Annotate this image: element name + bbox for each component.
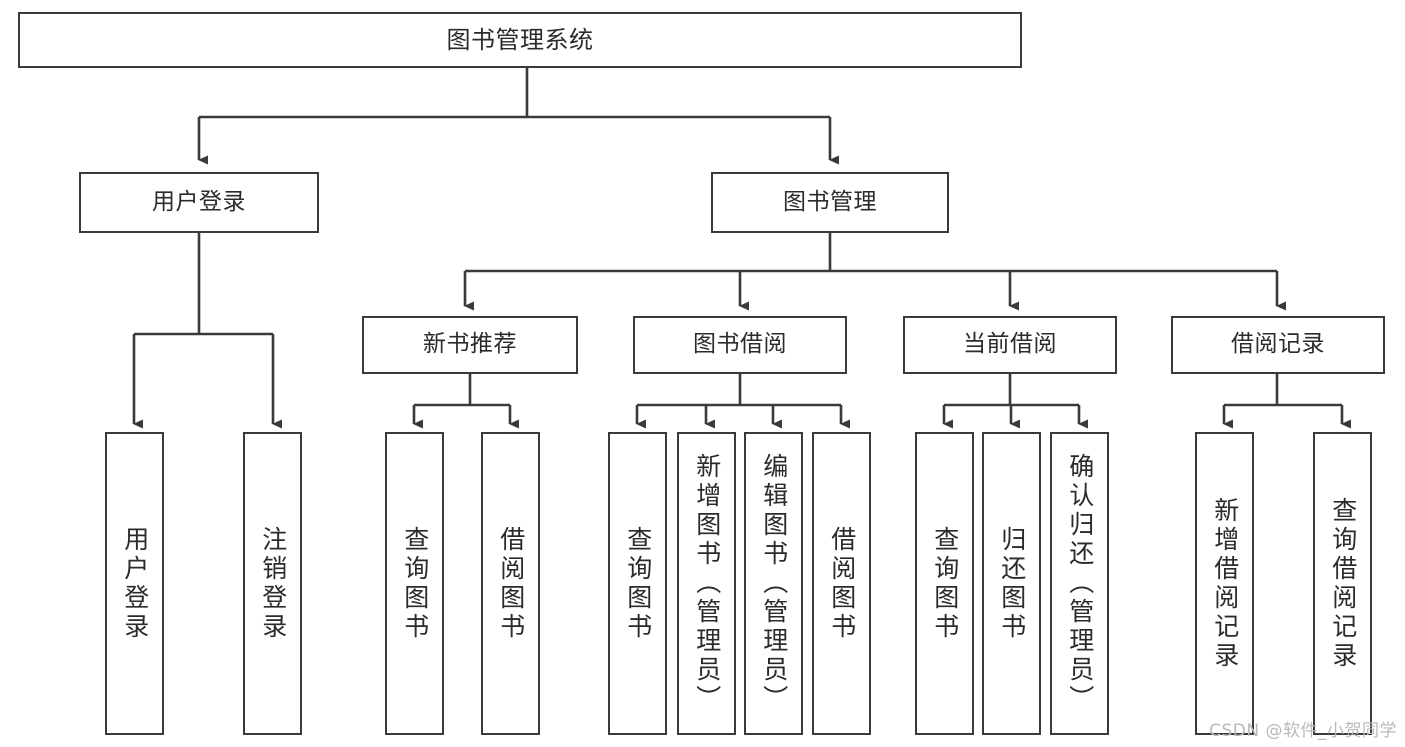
- leaf-user-login-login[interactable]: 用户登录: [105, 432, 164, 735]
- node-label: 新增借阅记录: [1210, 496, 1240, 671]
- leaf-book-borrow-borrow[interactable]: 借阅图书: [812, 432, 871, 735]
- node-root-system[interactable]: 图书管理系统: [18, 12, 1022, 68]
- leaf-book-borrow-edit[interactable]: 编辑图书（管理员）: [744, 432, 803, 735]
- leaf-new-book-query[interactable]: 查询图书: [385, 432, 444, 735]
- node-label: 借阅图书: [827, 525, 857, 642]
- leaf-current-borrow-query[interactable]: 查询图书: [915, 432, 974, 735]
- node-label: 查询借阅记录: [1328, 496, 1358, 671]
- leaf-book-borrow-add[interactable]: 新增图书（管理员）: [677, 432, 736, 735]
- node-label: 新增图书（管理员）: [692, 453, 722, 714]
- leaf-current-borrow-confirm-return[interactable]: 确认归还（管理员）: [1050, 432, 1109, 735]
- node-label: 用户登录: [120, 525, 150, 642]
- node-label: 图书管理系统: [446, 25, 594, 54]
- node-user-login[interactable]: 用户登录: [79, 172, 319, 233]
- node-label: 归还图书: [997, 525, 1027, 642]
- node-label: 用户登录: [152, 188, 246, 215]
- node-label: 确认归还（管理员）: [1065, 453, 1095, 714]
- node-label: 编辑图书（管理员）: [759, 453, 789, 714]
- node-label: 注销登录: [258, 525, 288, 642]
- node-current-borrow[interactable]: 当前借阅: [903, 316, 1117, 374]
- node-new-book-recommend[interactable]: 新书推荐: [362, 316, 578, 374]
- node-label: 图书管理: [783, 188, 877, 215]
- leaf-borrow-record-query[interactable]: 查询借阅记录: [1313, 432, 1372, 735]
- node-book-borrow[interactable]: 图书借阅: [633, 316, 847, 374]
- csdn-watermark: CSDN @软件_小贺同学: [1209, 721, 1397, 741]
- leaf-book-borrow-query[interactable]: 查询图书: [608, 432, 667, 735]
- leaf-user-login-logout[interactable]: 注销登录: [243, 432, 302, 735]
- node-label: 查询图书: [930, 525, 960, 642]
- leaf-new-book-borrow[interactable]: 借阅图书: [481, 432, 540, 735]
- node-borrow-record[interactable]: 借阅记录: [1171, 316, 1385, 374]
- node-label: 当前借阅: [963, 331, 1057, 358]
- leaf-current-borrow-return[interactable]: 归还图书: [982, 432, 1041, 735]
- node-label: 新书推荐: [423, 331, 517, 358]
- node-label: 查询图书: [400, 525, 430, 642]
- node-label: 查询图书: [623, 525, 653, 642]
- node-book-management[interactable]: 图书管理: [711, 172, 949, 233]
- node-label: 借阅记录: [1231, 331, 1325, 358]
- leaf-borrow-record-add[interactable]: 新增借阅记录: [1195, 432, 1254, 735]
- node-label: 图书借阅: [693, 331, 787, 358]
- node-label: 借阅图书: [496, 525, 526, 642]
